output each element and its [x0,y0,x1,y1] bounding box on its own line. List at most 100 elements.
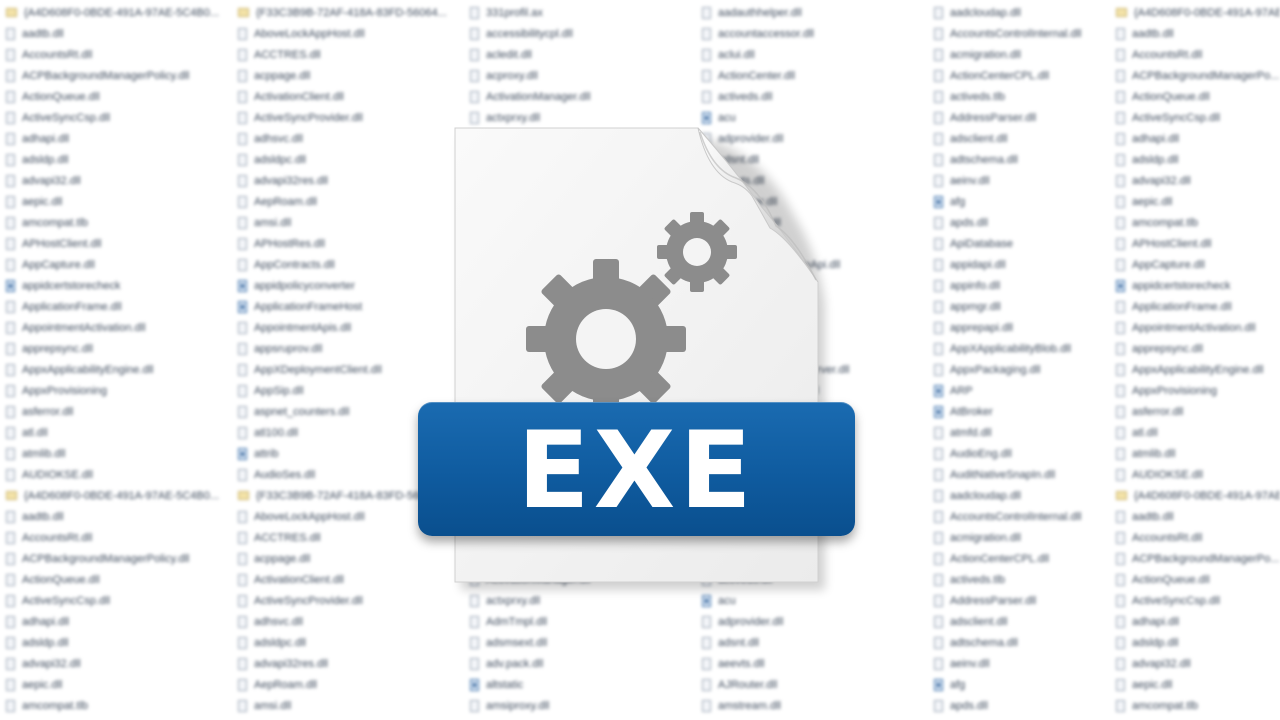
file-list-item[interactable]: apds.dll [934,212,1166,233]
file-list-item[interactable]: ActiveSyncCsp.dll [6,590,238,611]
file-list-item[interactable]: AppointmentApis.dll [238,317,470,338]
file-list-item[interactable]: AppXApplicabilityBlob.dll [934,338,1166,359]
file-list-item[interactable]: AepRoam.dll [238,191,470,212]
file-list-item[interactable]: aepic.dll [1116,674,1280,695]
file-list-item[interactable]: advapi32.dll [6,653,238,674]
file-list-item[interactable]: amcompat.tlb [6,695,238,716]
file-list-item[interactable]: atl.dll [1116,422,1280,443]
file-list-item[interactable]: advapi32res.dll [238,170,470,191]
file-list-item[interactable]: adsldpc.dll [238,632,470,653]
file-list-item[interactable]: aeevts.dll [702,653,934,674]
file-list-item[interactable]: ActiveSyncProvider.dll [238,590,470,611]
file-list-item[interactable]: AppSip.dll [238,380,470,401]
file-list-item[interactable]: aadtb.dll [1116,506,1280,527]
file-list-item[interactable]: ActiveSyncCsp.dll [6,107,238,128]
file-list-item[interactable]: adsclient.dll [934,611,1166,632]
file-list-item[interactable]: {A4D608F0-0BDE-491A-97AE-5C4B0... [6,485,238,506]
file-list-item[interactable]: adtschema.dll [934,632,1166,653]
file-list-item[interactable]: activeds.tlb [934,86,1166,107]
file-list-item[interactable]: apprepsync.dll [6,338,238,359]
file-list-item[interactable]: acu [702,590,934,611]
file-list-item[interactable]: aeinv.dll [934,170,1166,191]
file-list-item[interactable]: AddressParser.dll [934,107,1166,128]
file-list-item[interactable]: ActionQueue.dll [6,569,238,590]
file-list-item[interactable]: advapi32.dll [1116,653,1280,674]
file-list-item[interactable]: ActiveSyncProvider.dll [238,107,470,128]
file-list-item[interactable]: aadtb.dll [6,506,238,527]
file-list-item[interactable]: ActionQueue.dll [1116,86,1280,107]
file-list-item[interactable]: ActivationClient.dll [238,569,470,590]
file-list-item[interactable]: AppointmentActivation.dll [1116,317,1280,338]
file-list-item[interactable]: adhapi.dll [1116,128,1280,149]
file-list-item[interactable]: adsmsext.dll [470,632,702,653]
file-list-item[interactable]: acppage.dll [238,548,470,569]
file-list-item[interactable]: accountaccessor.dll [702,23,934,44]
file-list-item[interactable]: AUDIOKSE.dll [1116,464,1280,485]
file-list-item[interactable]: ActionCenter.dll [702,65,934,86]
file-list-item[interactable]: AccountsControlInternal.dll [934,23,1166,44]
file-list-item[interactable]: adsldp.dll [6,632,238,653]
file-list-item[interactable]: ARP [934,380,1166,401]
file-list-item[interactable]: asferror.dll [1116,401,1280,422]
file-list-item[interactable]: {A4D608F0-0BDE-491A-97AE-5C4B0... [6,2,238,23]
file-list-item[interactable]: appidapi.dll [934,254,1166,275]
file-list-item[interactable]: amsi.dll [238,695,470,716]
file-list-item[interactable]: adsldpc.dll [238,149,470,170]
file-list-item[interactable]: adsldp.dll [6,149,238,170]
file-list-item[interactable]: AUDIOKSE.dll [6,464,238,485]
file-list-item[interactable]: ActionCenterCPL.dll [934,548,1166,569]
file-list-item[interactable]: 331profil.ax [470,2,702,23]
file-list-item[interactable]: adv.pack.dll [470,653,702,674]
file-list-item[interactable]: appmgr.dll [934,296,1166,317]
file-list-item[interactable]: ApplicationFrameHost [238,296,470,317]
file-list-item[interactable]: adhsvc.dll [238,128,470,149]
file-list-item[interactable]: acledit.dll [470,44,702,65]
file-list-item[interactable]: ApplicationFrame.dll [1116,296,1280,317]
file-list-item[interactable]: accessibilitycpl.dll [470,23,702,44]
file-list-item[interactable]: {F33C3B9B-72AF-418A-83FD-56064... [238,2,470,23]
file-list-item[interactable]: attrib [238,443,470,464]
file-list-item[interactable]: advapi32.dll [1116,170,1280,191]
file-list-item[interactable]: AboveLockAppHost.dll [238,506,470,527]
file-list-item[interactable]: AtBroker [934,401,1166,422]
file-list-item[interactable]: aadtb.dll [6,23,238,44]
file-list-item[interactable]: adhsvc.dll [238,611,470,632]
file-list-item[interactable]: aepic.dll [1116,191,1280,212]
file-list-item[interactable]: aspnet_counters.dll [238,401,470,422]
file-list-item[interactable]: acmigration.dll [934,44,1166,65]
file-list-item[interactable]: adsclient.dll [934,128,1166,149]
file-list-item[interactable]: advapi32.dll [6,170,238,191]
file-list-item[interactable]: aclui.dll [702,44,934,65]
file-list-item[interactable]: atmlib.dll [1116,443,1280,464]
file-list-item[interactable]: atmfd.dll [934,422,1166,443]
file-list-item[interactable]: AppxPackaging.dll [934,359,1166,380]
file-list-item[interactable]: amsi.dll [238,212,470,233]
file-list-item[interactable]: appinfo.dll [934,275,1166,296]
file-list-item[interactable]: AccountsRt.dll [6,527,238,548]
file-list-item[interactable]: adtschema.dll [934,149,1166,170]
file-list-item[interactable]: adsldp.dll [1116,149,1280,170]
file-list-item[interactable]: AppCapture.dll [1116,254,1280,275]
file-list-item[interactable]: ActionQueue.dll [1116,569,1280,590]
file-list-item[interactable]: ACPBackgroundManagerPolicy.dll [6,548,238,569]
file-list-item[interactable]: ActiveSyncCsp.dll [1116,590,1280,611]
file-list-item[interactable]: acmigration.dll [934,527,1166,548]
file-list-item[interactable]: AppointmentActivation.dll [6,317,238,338]
file-list-item[interactable]: ActivationClient.dll [238,86,470,107]
file-list-item[interactable]: APHostClient.dll [6,233,238,254]
file-list-item[interactable]: ApplicationFrame.dll [6,296,238,317]
file-list-item[interactable]: activeds.tlb [934,569,1166,590]
file-list-item[interactable]: atl100.dll [238,422,470,443]
file-list-item[interactable]: ACPBackgroundManagerPo... [1116,548,1280,569]
file-list-item[interactable]: ApiDatabase [934,233,1166,254]
file-list-item[interactable]: AboveLockAppHost.dll [238,23,470,44]
file-list-item[interactable]: AddressParser.dll [934,590,1166,611]
file-list-item[interactable]: AppxProvisioning [1116,380,1280,401]
file-list-item[interactable]: adsnt.dll [702,632,934,653]
file-list-item[interactable]: adhapi.dll [1116,611,1280,632]
file-list-item[interactable]: amsiproxy.dll [470,695,702,716]
file-list-item[interactable]: AppxApplicabilityEngine.dll [6,359,238,380]
file-list-item[interactable]: amcompat.tlb [6,212,238,233]
file-list-item[interactable]: AppxProvisioning [6,380,238,401]
file-list-item[interactable]: APHostClient.dll [1116,233,1280,254]
